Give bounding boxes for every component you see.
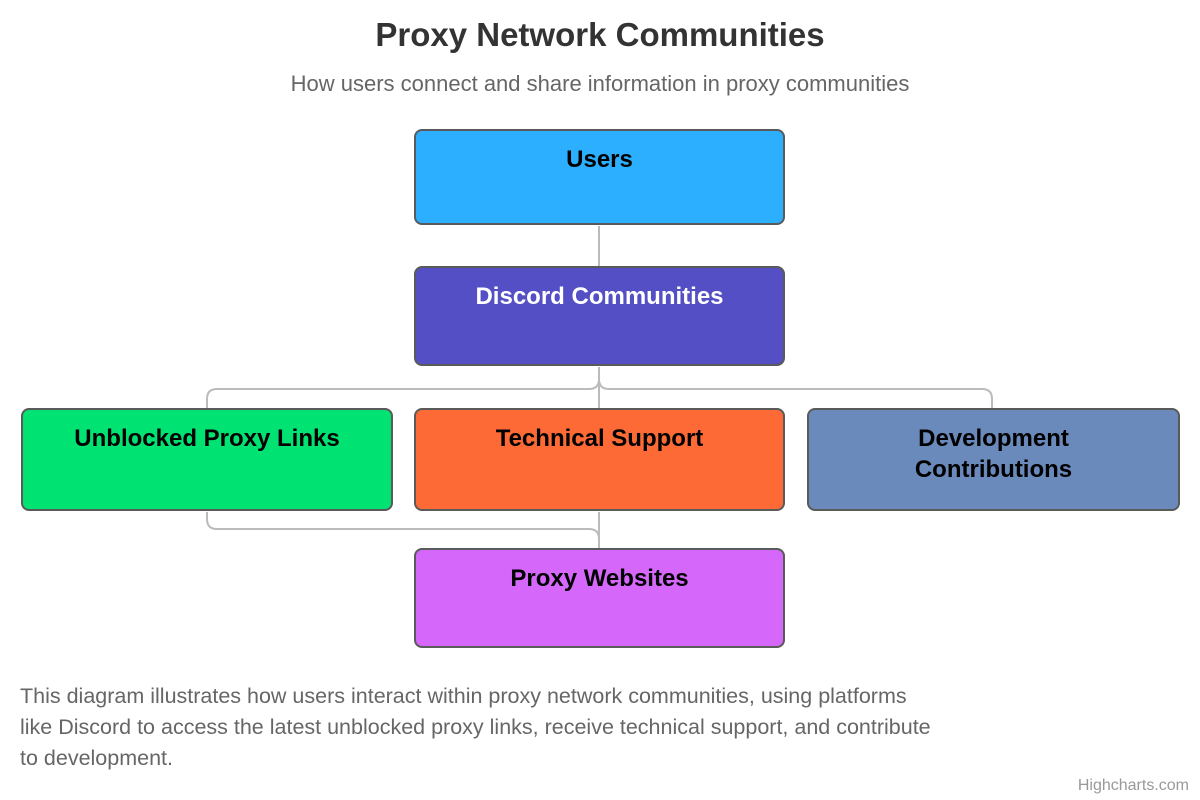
chart-title: Proxy Network Communities <box>375 16 825 53</box>
node-unblocked-proxy-links-label: Unblocked Proxy Links <box>74 425 340 452</box>
node-proxy-websites-label: Proxy Websites <box>510 565 689 592</box>
node-discord-communities[interactable]: Discord Communities <box>414 266 785 366</box>
caption-line: like Discord to access the latest unbloc… <box>20 714 931 739</box>
node-unblocked-proxy-links[interactable]: Unblocked Proxy Links <box>21 408 393 511</box>
node-technical-support-label: Technical Support <box>495 425 704 452</box>
node-technical-support[interactable]: Technical Support <box>414 408 785 511</box>
node-development-contributions-label: Development Contributions <box>914 425 1073 483</box>
caption-line: This diagram illustrates how users inter… <box>20 684 907 708</box>
node-development-contributions[interactable]: Development Contributions <box>807 408 1180 511</box>
chart-subtitle: How users connect and share information … <box>290 71 910 96</box>
node-proxy-websites[interactable]: Proxy Websites <box>414 548 785 648</box>
node-users[interactable]: Users <box>414 129 785 225</box>
node-users-label: Users <box>566 146 633 173</box>
node-discord-communities-label: Discord Communities <box>475 283 724 310</box>
highcharts-credit-link[interactable]: Highcharts.com <box>1077 777 1189 794</box>
link-discord-development <box>598 367 993 408</box>
link-discord-unblocked <box>206 367 600 408</box>
caption: This diagram illustrates how users inter… <box>20 681 931 773</box>
caption-line: to development. <box>20 745 173 770</box>
link-unblocked-websites <box>206 512 600 548</box>
